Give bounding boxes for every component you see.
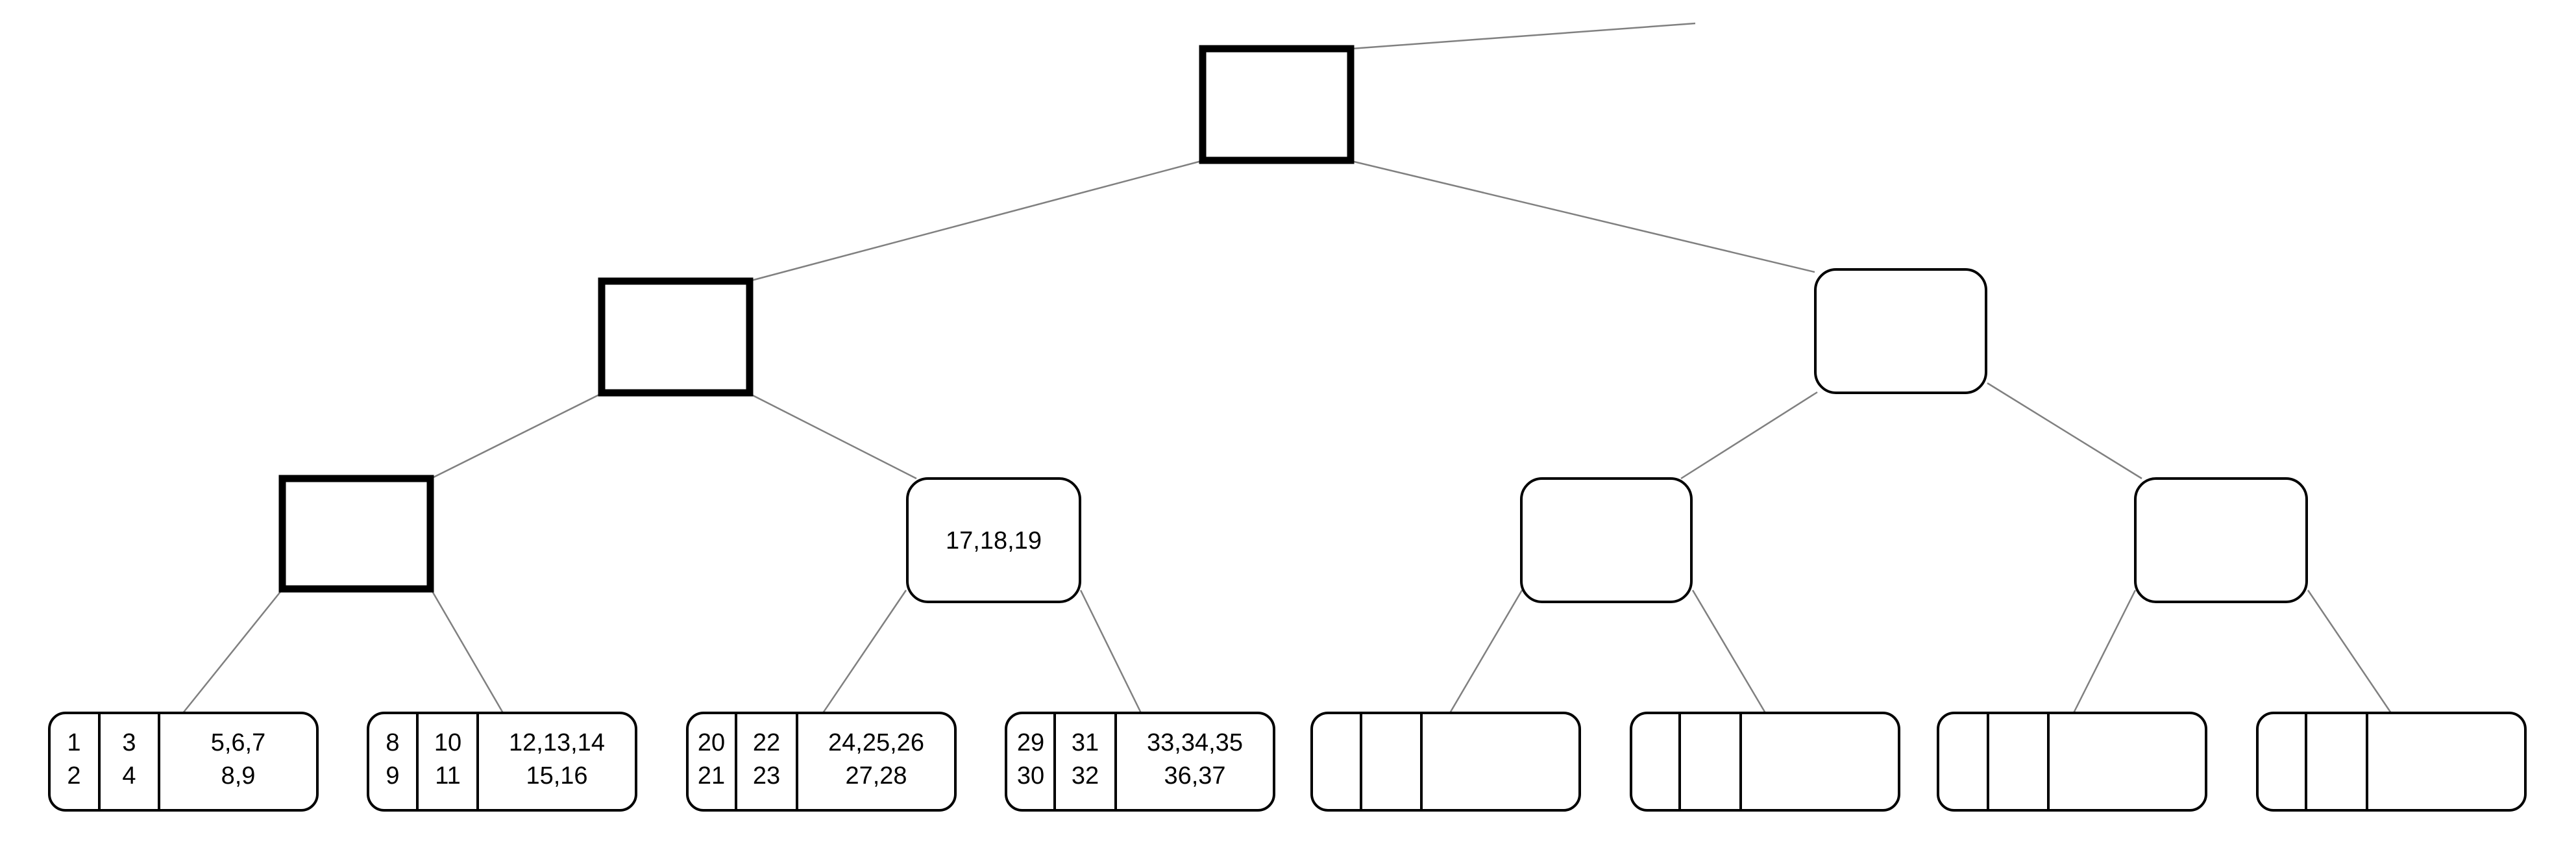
level2-node-3 xyxy=(1520,477,1693,603)
leaf-values: 15,16 xyxy=(526,762,587,790)
leaf-key: 29 xyxy=(1017,729,1044,756)
edge-l2-1-leaf-1 xyxy=(182,590,282,714)
level2-node-1 xyxy=(278,475,434,593)
leaf-key: 30 xyxy=(1017,762,1044,790)
leaf-node-2: 8 9 10 11 12,13,14 15,16 xyxy=(367,712,637,812)
edge-l2-2-leaf-3 xyxy=(822,590,907,714)
leaf-values: 36,37 xyxy=(1164,762,1225,790)
edge-l1left-l2-1 xyxy=(430,393,601,480)
leaf-key: 10 xyxy=(434,729,461,756)
leaf-box xyxy=(367,712,637,812)
level2-node-2-label: 17,18,19 xyxy=(946,527,1042,554)
leaf-box xyxy=(1310,712,1581,812)
leaf-box xyxy=(2256,712,2527,812)
leaf-node-1: 1 2 3 4 5,6,7 8,9 xyxy=(48,712,319,812)
edge-l2-1-leaf-2 xyxy=(430,590,504,714)
leaf-box xyxy=(1937,712,2207,812)
edge-l2-2-leaf-4 xyxy=(1079,590,1142,714)
leaf-key: 11 xyxy=(435,762,460,790)
leaf-key: 23 xyxy=(753,762,780,790)
leaf-values: 27,28 xyxy=(845,762,907,790)
leaf-node-5 xyxy=(1310,712,1581,812)
level2-node-2 xyxy=(906,477,1081,603)
leaf-node-7 xyxy=(1937,712,2207,812)
leaf-node-3: 20 21 22 23 24,25,26 27,28 xyxy=(686,712,957,812)
leaf-node-4: 29 30 31 32 33,34,35 36,37 xyxy=(1005,712,1275,812)
leaf-box xyxy=(1005,712,1275,812)
edge-root-right xyxy=(1351,160,1815,273)
leaf-values: 33,34,35 xyxy=(1147,729,1243,756)
root-node xyxy=(1199,45,1355,164)
edge-l1right-l2-3 xyxy=(1680,391,1818,480)
leaf-key: 1 xyxy=(67,729,80,756)
edge-l2-4-leaf-7 xyxy=(2072,590,2137,714)
leaf-box xyxy=(48,712,319,812)
leaf-key: 31 xyxy=(1072,729,1099,756)
edge-root-left xyxy=(748,160,1202,282)
leaf-box xyxy=(1630,712,1900,812)
leaf-key: 2 xyxy=(67,762,80,790)
leaf-box xyxy=(686,712,957,812)
tree-edges xyxy=(182,22,2392,714)
leaf-node-6 xyxy=(1630,712,1900,812)
leaf-key: 22 xyxy=(753,729,780,756)
edge-l1right-l2-4 xyxy=(1987,382,2142,480)
leaf-key: 21 xyxy=(698,762,725,790)
edge-l2-4-leaf-8 xyxy=(2307,590,2392,714)
leaf-values: 8,9 xyxy=(221,762,256,790)
leaf-values: 5,6,7 xyxy=(211,729,266,756)
edge-l1left-l2-2 xyxy=(750,393,917,480)
edge-l2-3-leaf-6 xyxy=(1691,590,1767,714)
level2-node-4 xyxy=(2134,477,2308,603)
leaf-values: 24,25,26 xyxy=(828,729,924,756)
leaf-key: 8 xyxy=(386,729,399,756)
leaf-key: 3 xyxy=(122,729,136,756)
leaf-key: 4 xyxy=(122,762,136,790)
leaf-values: 12,13,14 xyxy=(509,729,605,756)
level1-left-node xyxy=(598,277,754,397)
leaf-key: 32 xyxy=(1072,762,1099,790)
level1-right-node xyxy=(1814,268,1987,394)
edge-root-parent xyxy=(1351,22,1696,50)
edge-l2-3-leaf-5 xyxy=(1449,590,1523,714)
leaf-key: 20 xyxy=(698,729,725,756)
leaf-key: 9 xyxy=(386,762,399,790)
leaf-node-8 xyxy=(2256,712,2527,812)
